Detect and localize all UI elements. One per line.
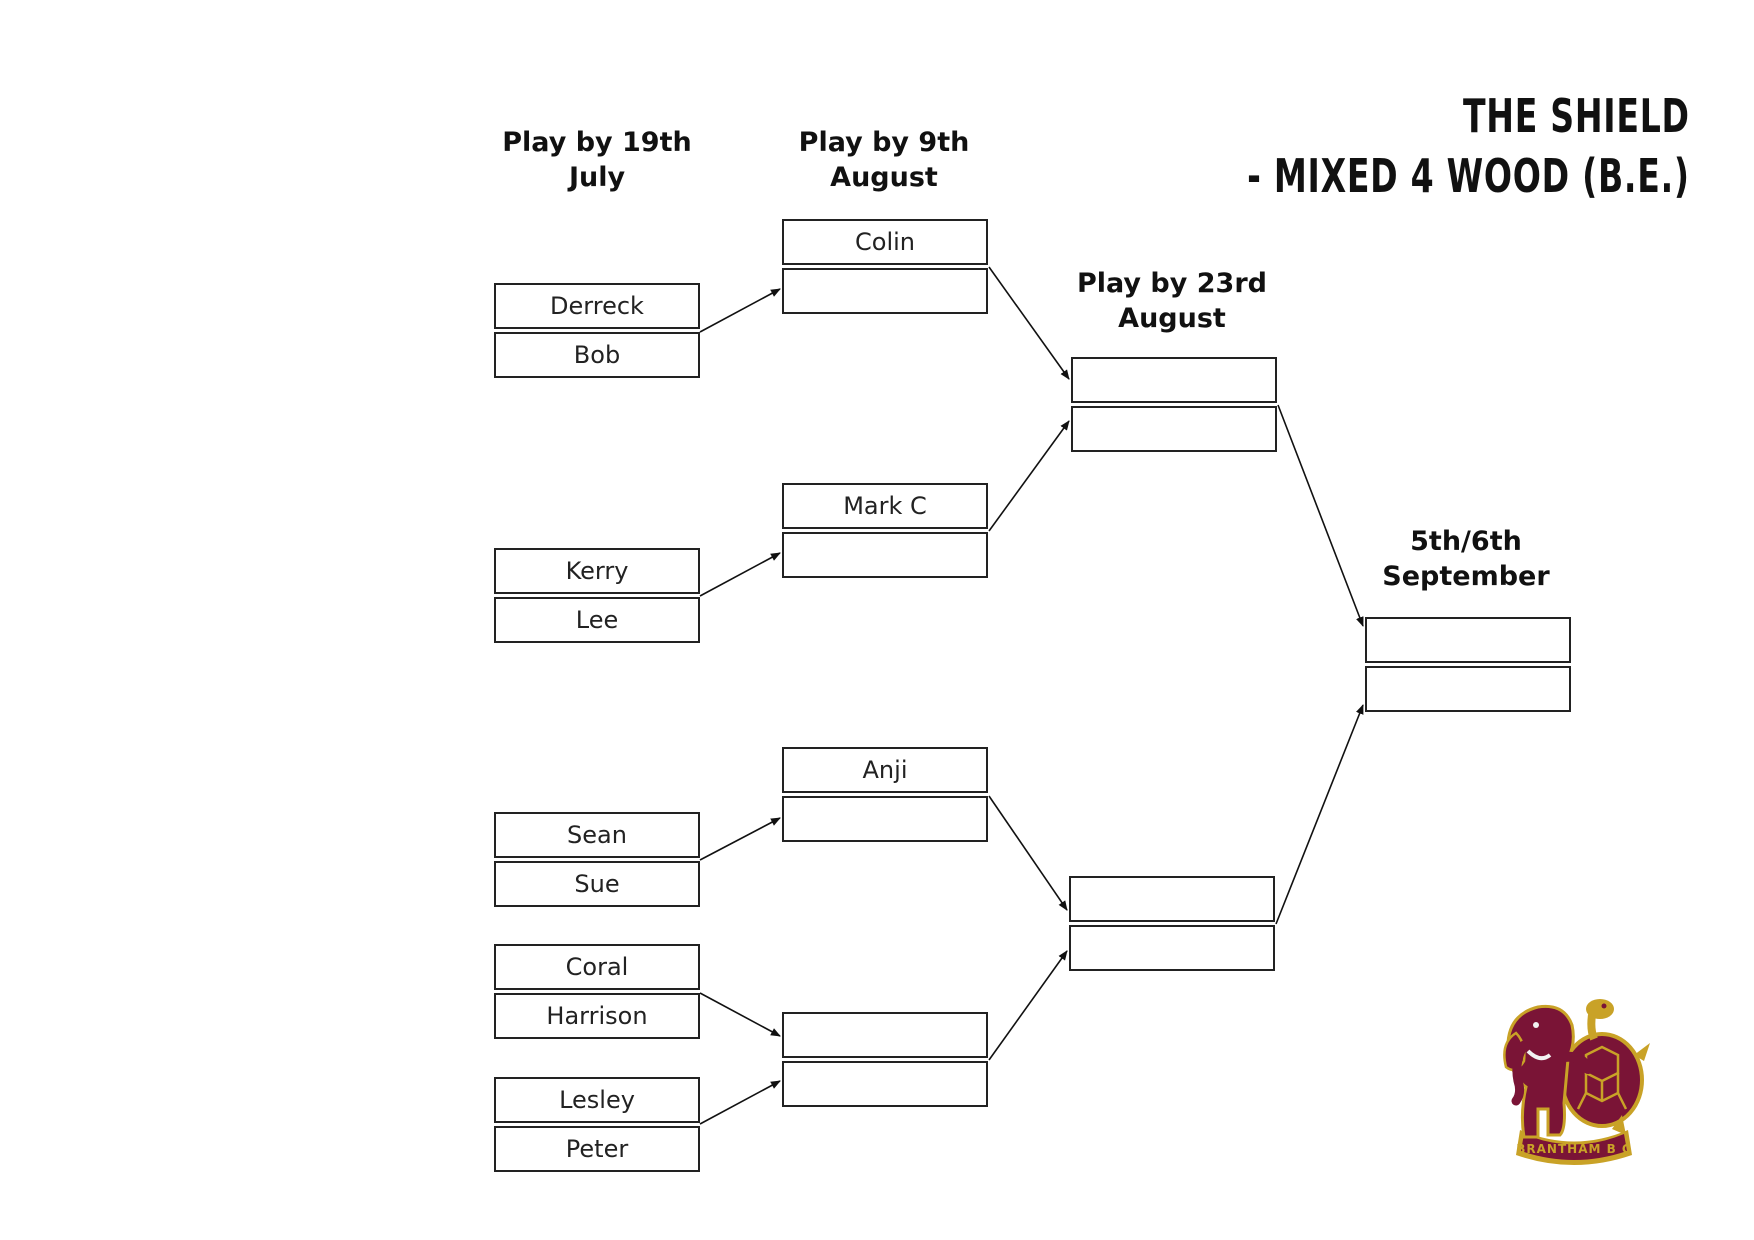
r2-entry-box (782, 1061, 988, 1107)
final-entry-box (1365, 666, 1571, 712)
connector-arrow (699, 817, 781, 861)
connector-arrow (988, 795, 1068, 911)
round-2-heading: Play by 9th August (764, 125, 1004, 195)
connector-arrow (699, 1080, 781, 1125)
r2-entry-box: Anji (782, 747, 988, 793)
r1-entry-box: Coral (494, 944, 700, 990)
connector-arrow (1275, 704, 1364, 925)
round-1-heading-line2: July (568, 162, 626, 193)
connector-arrow (988, 266, 1070, 380)
final-heading-line2: September (1382, 561, 1550, 592)
r2-entry-box: Mark C (782, 483, 988, 529)
round-3-heading-line1: Play by 23rd (1077, 268, 1267, 299)
connector-arrow (1277, 404, 1364, 627)
connector-arrow (699, 288, 781, 333)
r3-entry-box (1071, 357, 1277, 403)
r2-entry-box (782, 532, 988, 578)
connector-arrow (699, 552, 781, 597)
r1-entry-box: Sue (494, 861, 700, 907)
connector-arrow (988, 950, 1068, 1061)
r3-entry-box (1071, 406, 1277, 452)
title-line-2: - MIXED 4 WOOD (B.E.) (1247, 149, 1690, 203)
r2-entry-box: Colin (782, 219, 988, 265)
r1-entry-box: Derreck (494, 283, 700, 329)
svg-text:BRANTHAM B C: BRANTHAM B C (1516, 1142, 1631, 1156)
r2-entry-box (782, 268, 988, 314)
r3-entry-box (1069, 876, 1275, 922)
round-2-heading-line1: Play by 9th (798, 127, 970, 158)
final-entry-box (1365, 617, 1571, 663)
round-3-heading: Play by 23rd August (1052, 266, 1292, 336)
round-1-heading-line1: Play by 19th (502, 127, 692, 158)
r1-entry-box: Harrison (494, 993, 700, 1039)
r2-entry-box (782, 1012, 988, 1058)
brantham-bc-logo: BRANTHAM B C (1503, 999, 1650, 1165)
connector-arrow (988, 420, 1070, 532)
page-title: THE SHIELD - MIXED 4 WOOD (B.E.) (1247, 86, 1690, 206)
r1-entry-box: Bob (494, 332, 700, 378)
r1-entry-box: Lee (494, 597, 700, 643)
round-1-heading: Play by 19th July (477, 125, 717, 195)
r1-entry-box: Kerry (494, 548, 700, 594)
round-2-heading-line2: August (830, 162, 938, 193)
r1-entry-box: Peter (494, 1126, 700, 1172)
r1-entry-box: Lesley (494, 1077, 700, 1123)
r2-entry-box (782, 796, 988, 842)
final-heading-line1: 5th/6th (1410, 526, 1522, 557)
title-line-1: THE SHIELD (1463, 89, 1690, 143)
r1-entry-box: Sean (494, 812, 700, 858)
r3-entry-box (1069, 925, 1275, 971)
connector-arrow (699, 992, 781, 1037)
final-heading: 5th/6th September (1346, 524, 1586, 594)
round-3-heading-line2: August (1118, 303, 1226, 334)
